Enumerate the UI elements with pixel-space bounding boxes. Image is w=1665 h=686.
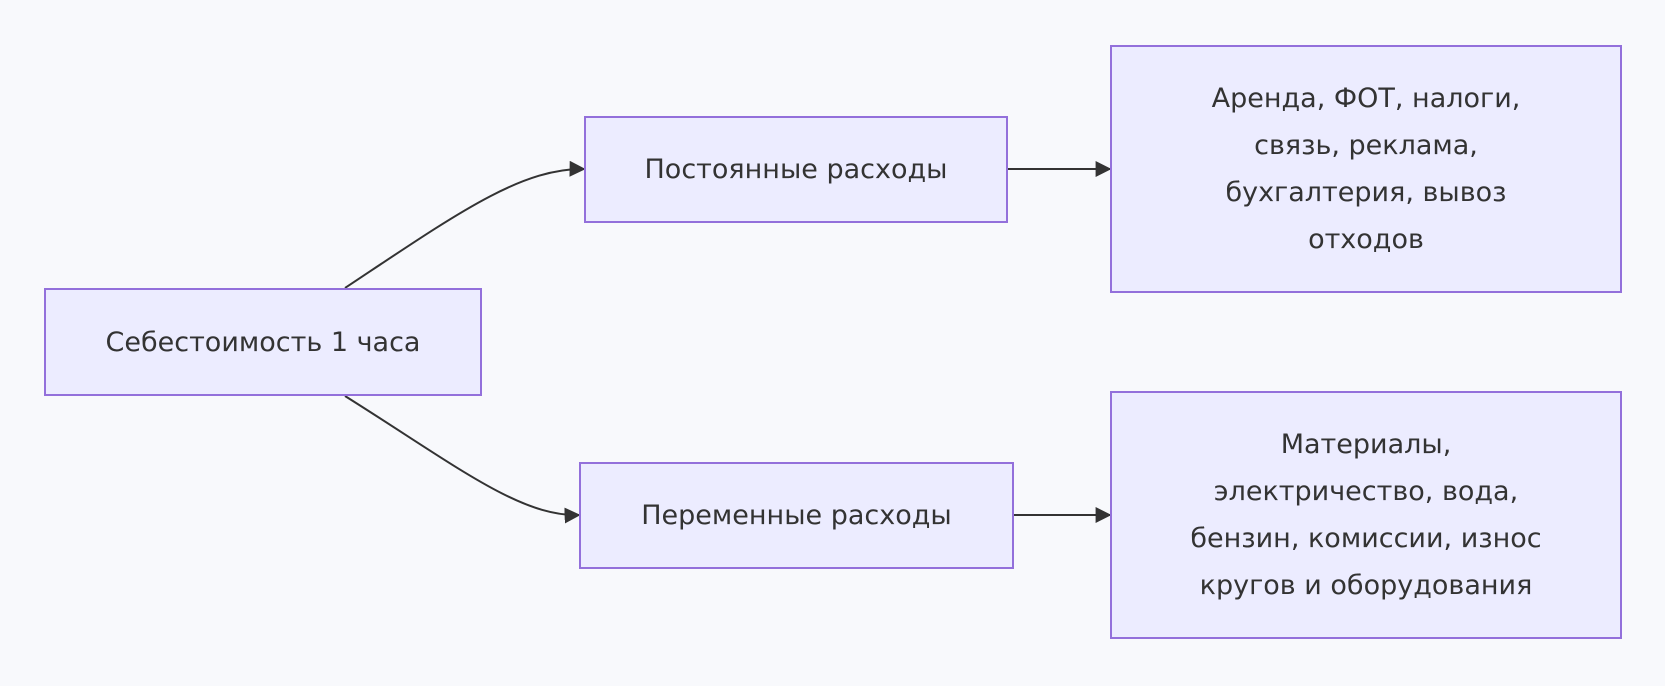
node-cost-per-hour: Себестоимость 1 часа [44,288,482,396]
node-fixed-costs: Постоянные расходы [584,116,1008,223]
fixed-items-line: отходов [1308,224,1424,255]
variable-items-line: бензин, комиссии, износ [1190,523,1542,554]
variable-items-line: электричество, вода, [1213,476,1519,507]
edge-root-to-variable [344,395,581,524]
fixed-items-line: связь, реклама, [1254,130,1478,161]
node-fixed-cost-items-text: Аренда, ФОТ, налоги, связь, реклама, бух… [1212,75,1521,263]
node-fixed-costs-label: Постоянные расходы [644,154,948,185]
node-variable-cost-items-text: Материалы, электричество, вода, бензин, … [1190,421,1541,609]
fixed-items-line: бухгалтерия, вывоз [1225,177,1507,208]
edge-root-to-fixed [344,160,586,289]
node-cost-per-hour-label: Себестоимость 1 часа [105,326,421,358]
fixed-items-line: Аренда, ФОТ, налоги, [1211,83,1521,114]
variable-items-line: кругов и оборудования [1199,570,1533,601]
variable-items-line: Материалы, [1280,429,1452,460]
node-variable-costs-label: Переменные расходы [641,500,952,531]
node-fixed-cost-items: Аренда, ФОТ, налоги, связь, реклама, бух… [1110,45,1622,293]
node-variable-cost-items: Материалы, электричество, вода, бензин, … [1110,391,1622,639]
node-variable-costs: Переменные расходы [579,462,1014,569]
